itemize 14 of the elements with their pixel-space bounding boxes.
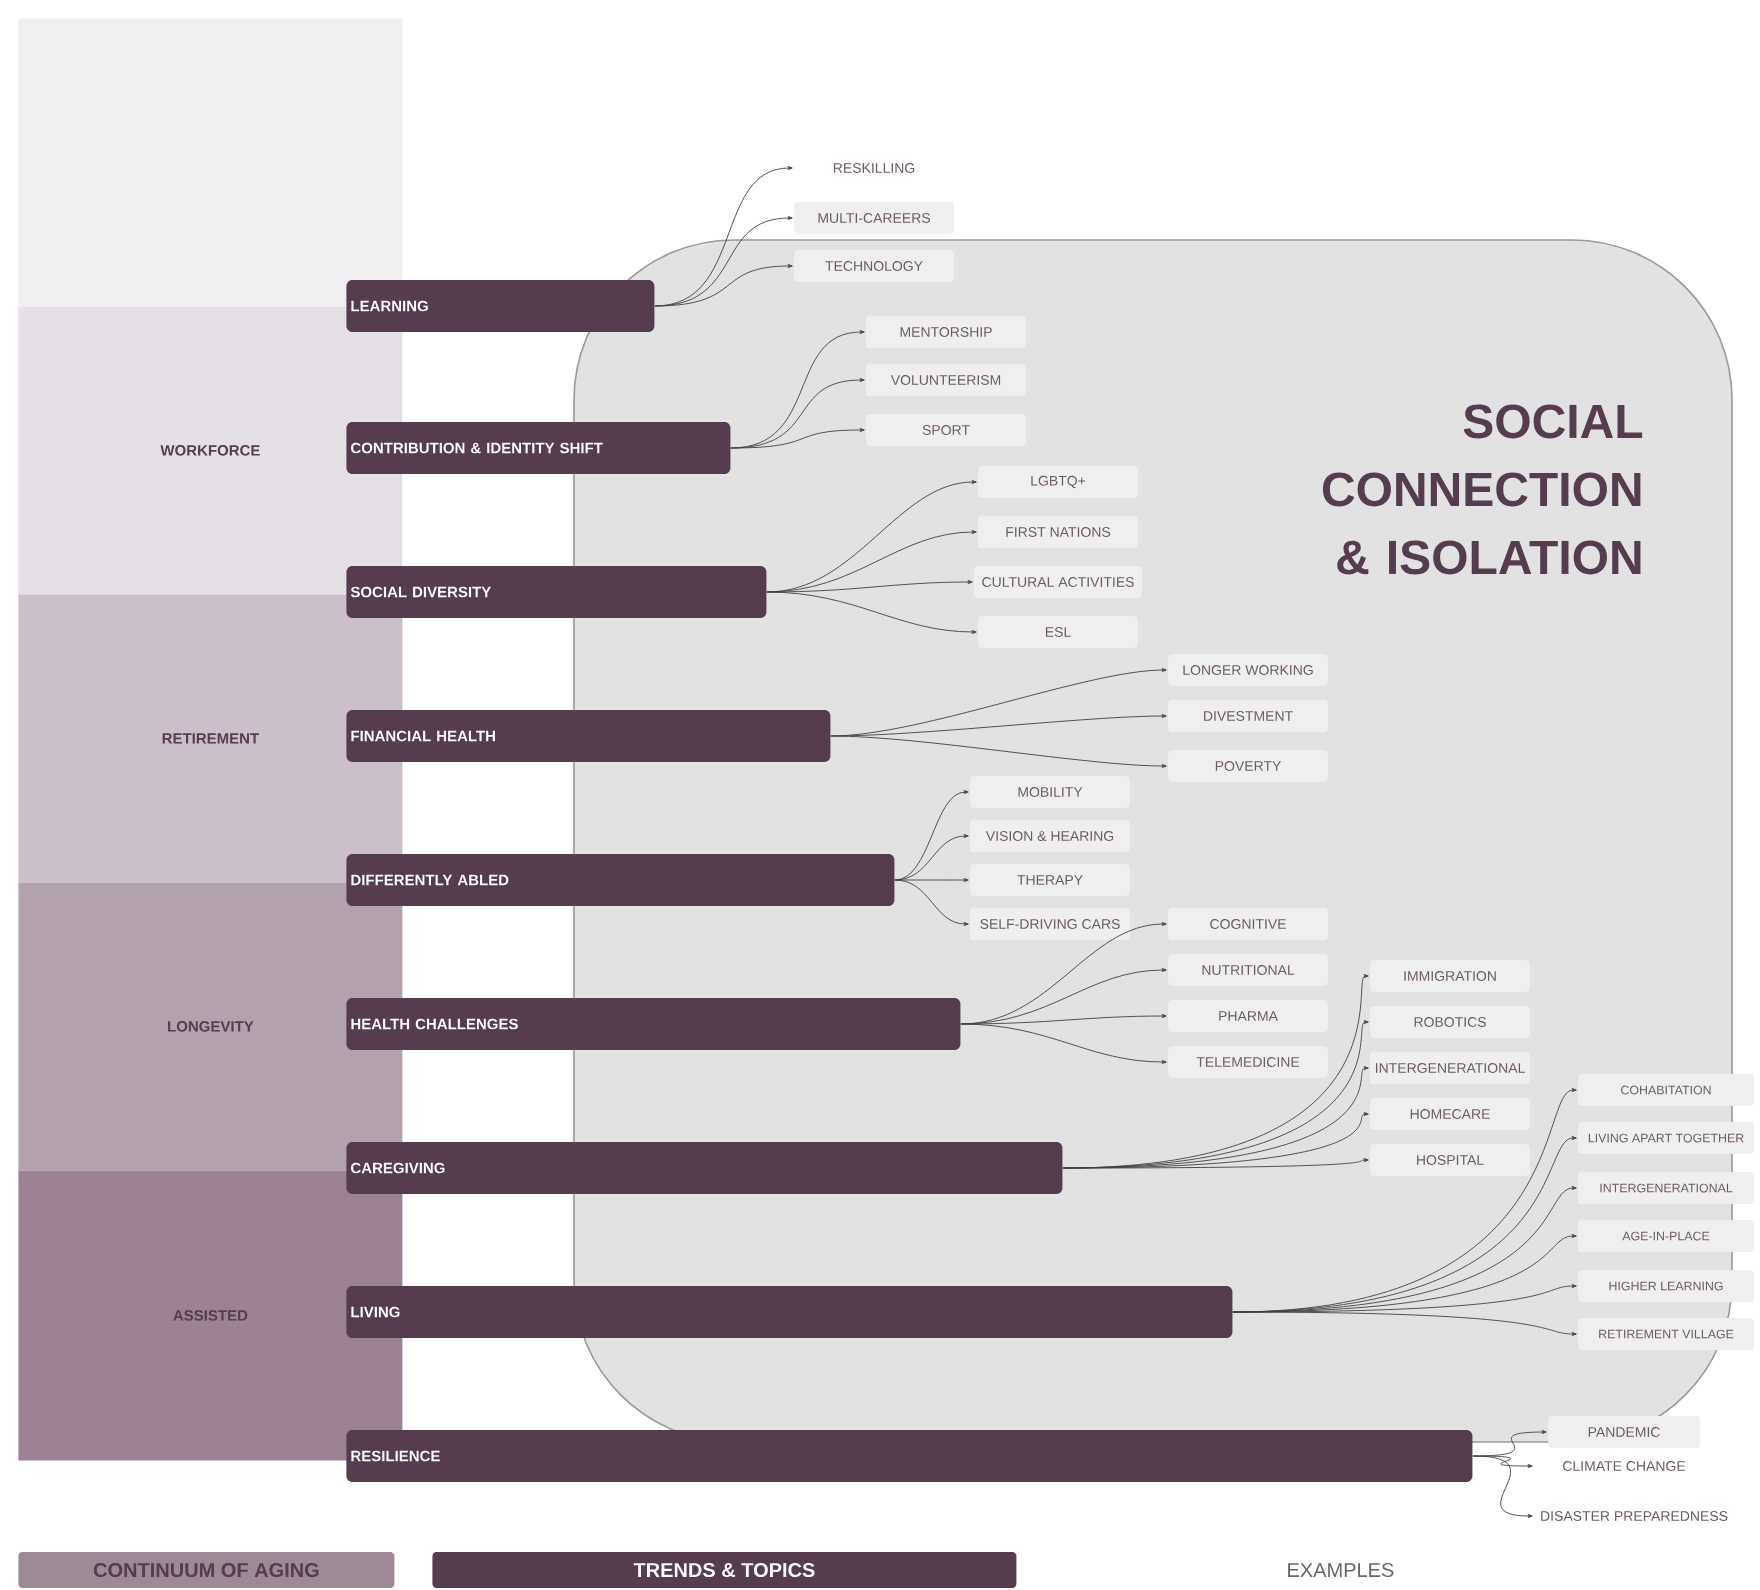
- legend-item: CONTINUUM OF AGING: [18, 1552, 395, 1588]
- legend-label: EXAMPLES: [1288, 1562, 1394, 1578]
- arrow: [894, 879, 969, 926]
- legend-item: TRENDS & TOPICS: [432, 1552, 1017, 1588]
- arrow: [654, 264, 793, 307]
- arrow: [1062, 1158, 1369, 1169]
- arrow: [830, 735, 1167, 768]
- arrow: [894, 878, 969, 882]
- arrow: [894, 790, 969, 881]
- arrow: [766, 591, 977, 634]
- arrow: [960, 1023, 1167, 1064]
- arrow: [730, 428, 865, 449]
- arrow: [1232, 1311, 1577, 1336]
- arrow: [1472, 1455, 1533, 1518]
